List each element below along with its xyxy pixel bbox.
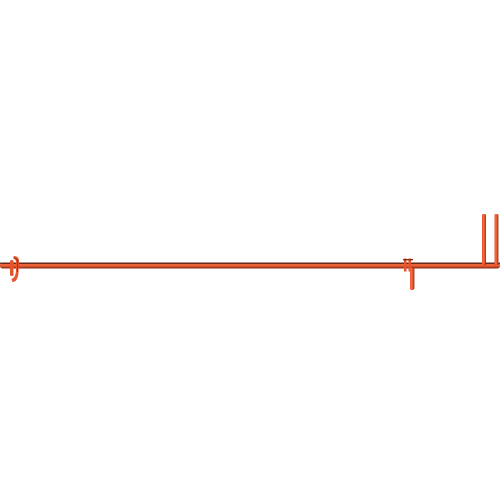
left-hook <box>10 256 20 282</box>
clamp-collar <box>403 258 415 290</box>
main-rod <box>0 262 500 269</box>
fork-end <box>482 214 499 266</box>
